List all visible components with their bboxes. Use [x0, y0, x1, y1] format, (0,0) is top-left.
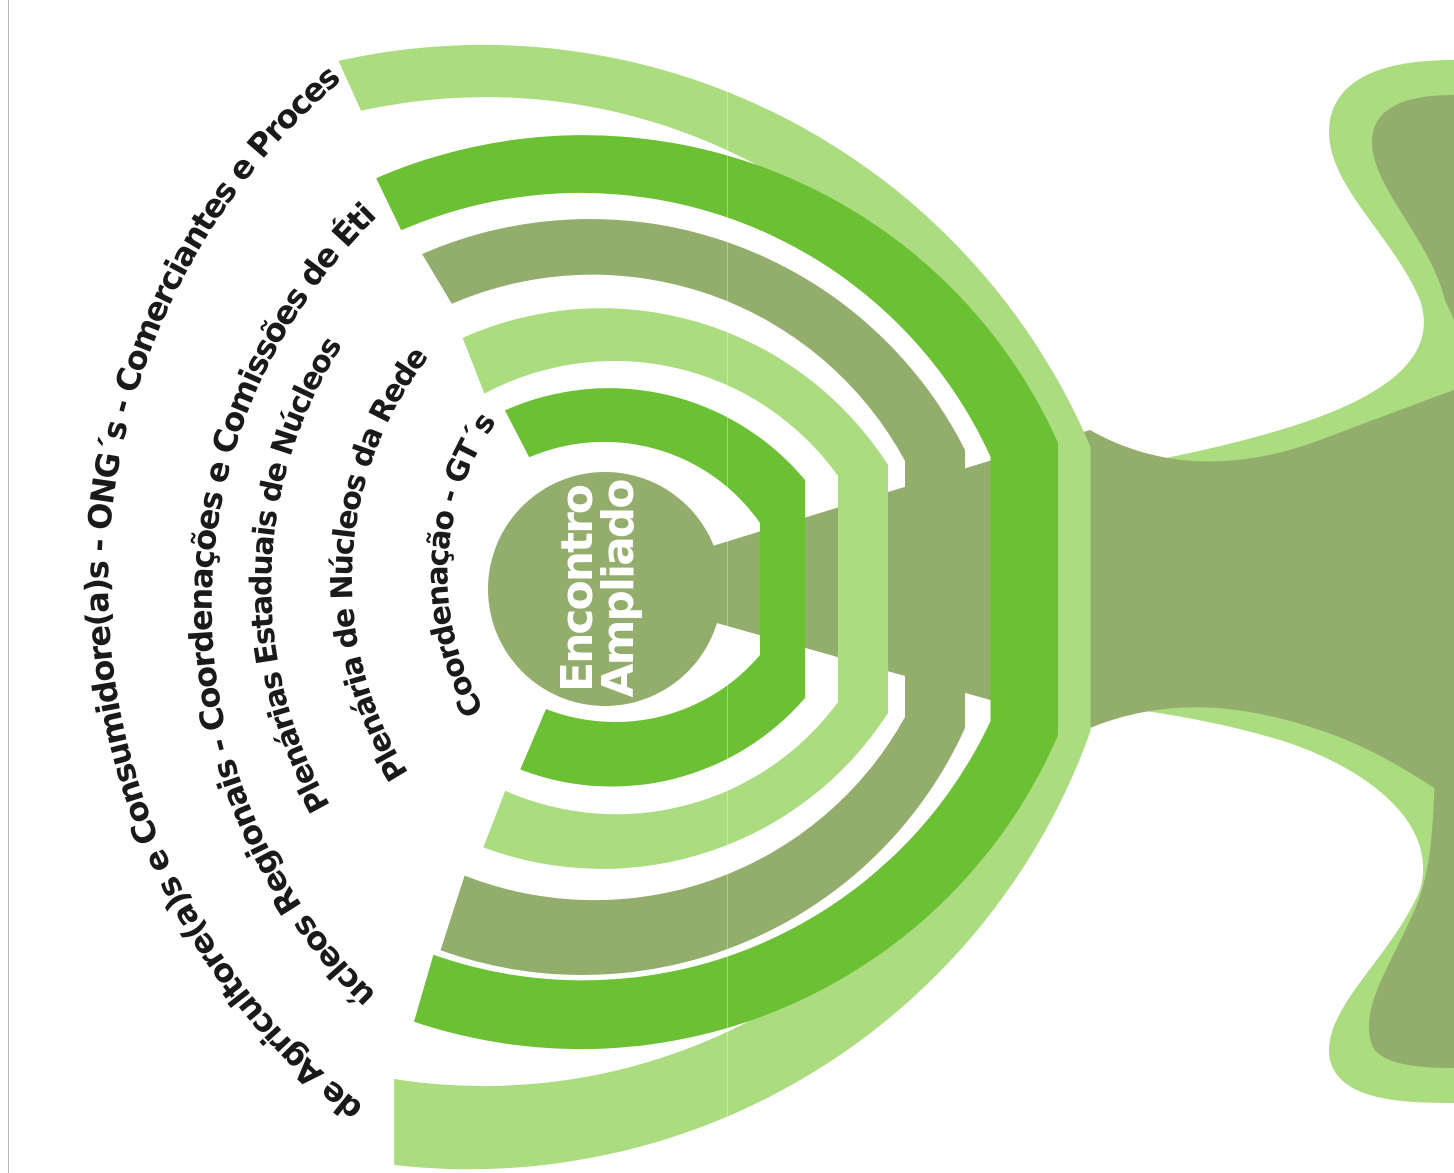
ring-1-label: Coordenação - GT´s [420, 407, 502, 723]
page-fold-line [727, 0, 728, 1173]
page-edge-line [8, 0, 9, 1173]
center-label-line1: Encontro [552, 485, 603, 692]
ring-2-label: Plenária de Núcleos da Rede [325, 341, 435, 787]
ring-2-band [462, 308, 888, 869]
ring-4-label: Núcleos Regionais - Coordenações e Comis… [0, 0, 382, 1016]
center-label-line2: Ampliado [593, 480, 644, 698]
tree-canopy-inner [1368, 95, 1454, 1068]
center-circle [488, 472, 722, 706]
ring-1-band [504, 388, 805, 787]
ring-3-band [422, 219, 966, 975]
